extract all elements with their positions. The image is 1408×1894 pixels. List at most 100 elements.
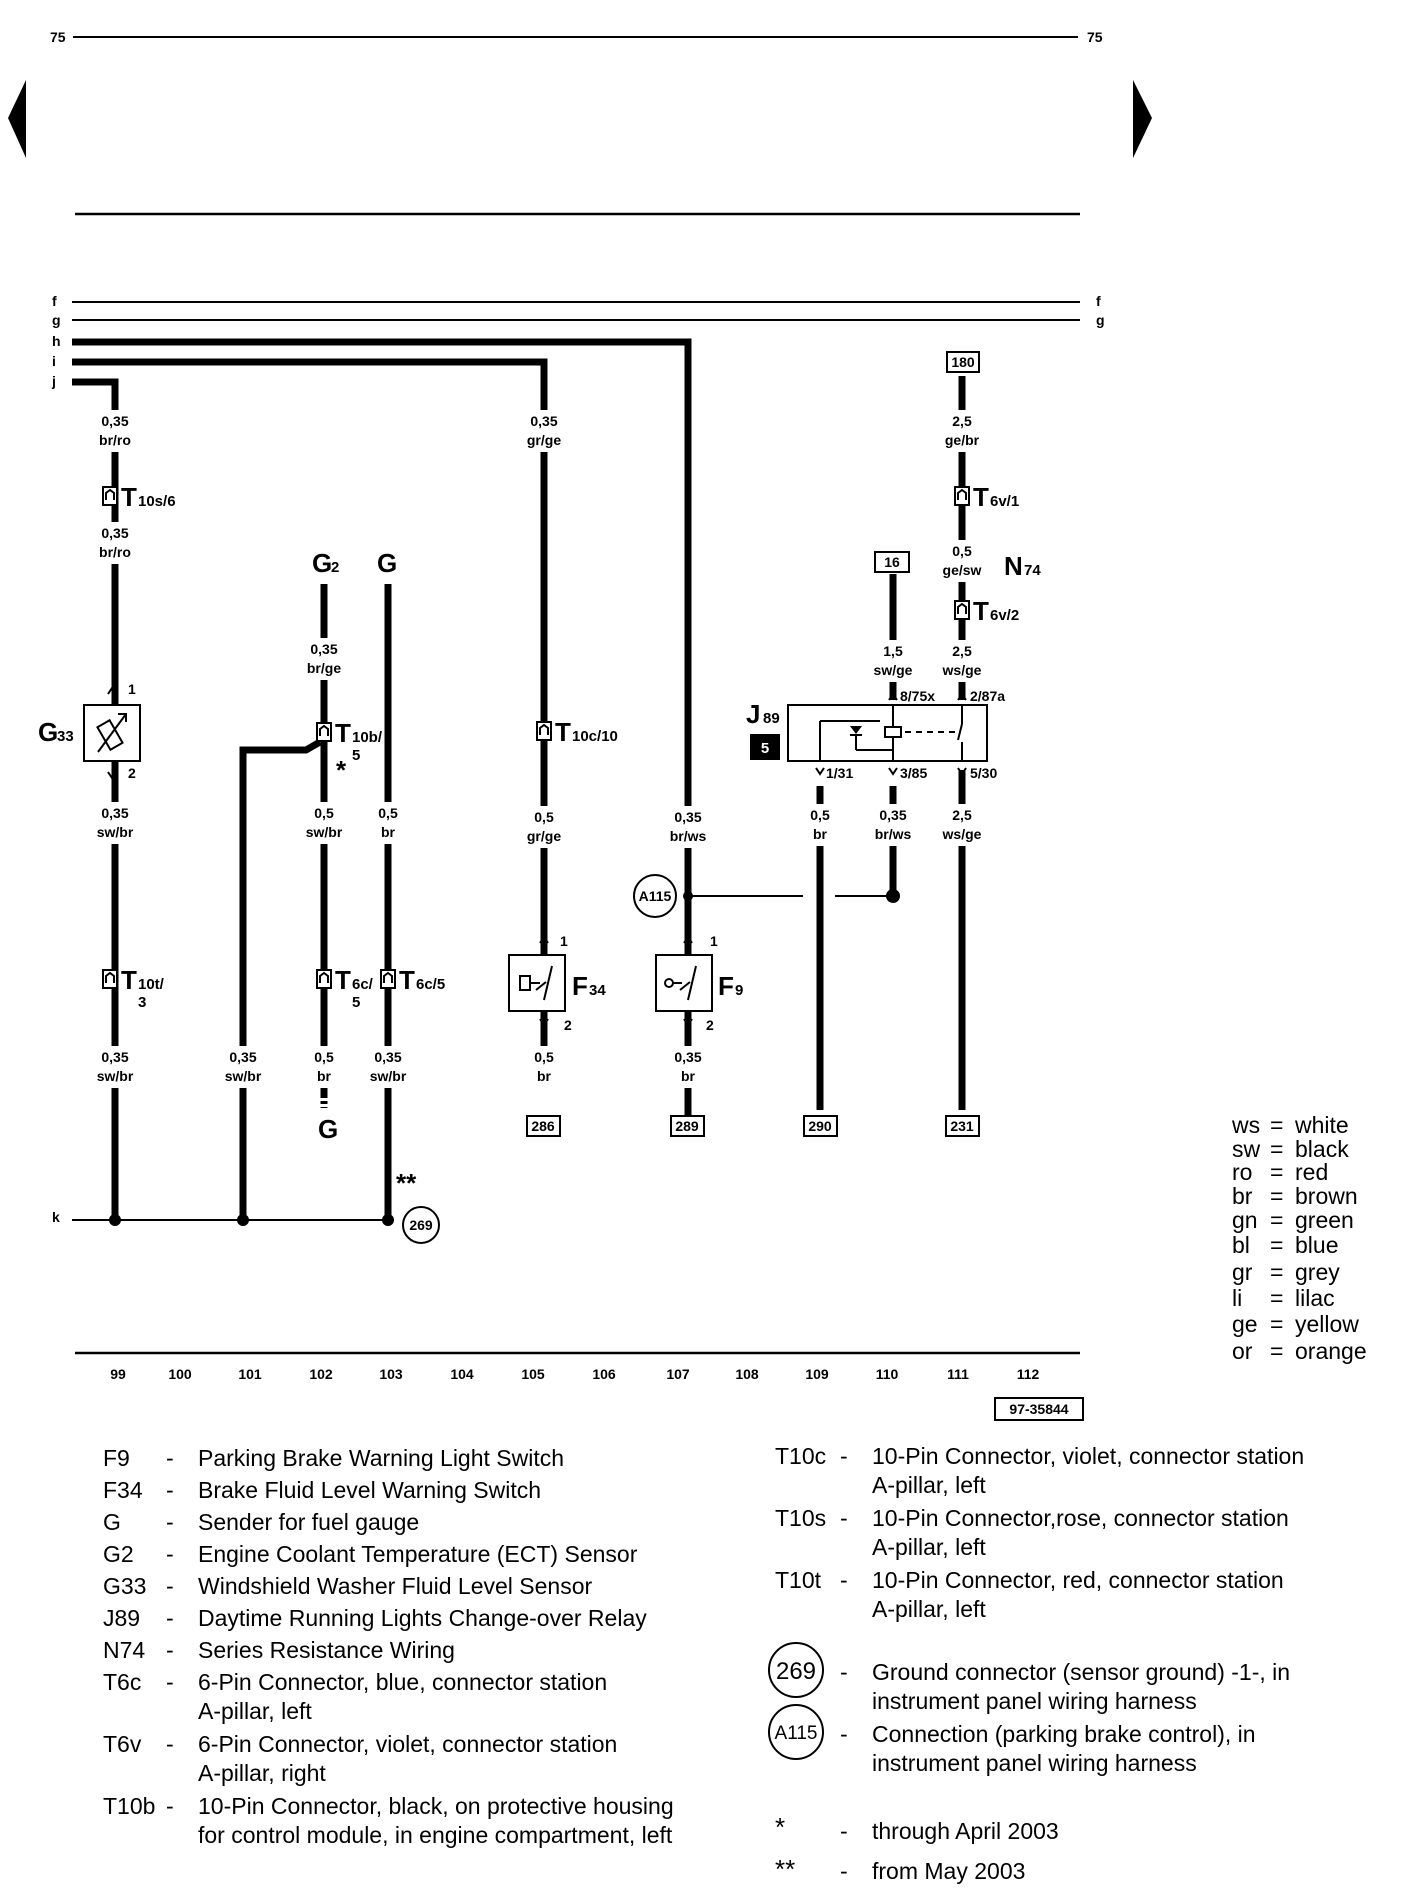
svg-text:T6c: T6c	[103, 1669, 141, 1695]
wire-color: sw/ge	[874, 662, 913, 678]
note-mark-double: **	[396, 1168, 417, 1198]
relay-j89[interactable]: J 89 5	[746, 699, 988, 762]
svg-text:Brake Fluid Level Warning Swit: Brake Fluid Level Warning Switch	[198, 1477, 541, 1503]
pin-label: 2	[128, 765, 136, 781]
wire-size: 0,5	[534, 1049, 554, 1065]
svg-text:through April 2003: through April 2003	[872, 1818, 1059, 1844]
pin-label: 1	[710, 933, 718, 949]
svg-text:5: 5	[761, 740, 769, 757]
svg-text:6v/1: 6v/1	[990, 493, 1019, 510]
reference-231[interactable]: 231	[945, 1115, 980, 1137]
svg-text:br: br	[1232, 1183, 1253, 1209]
svg-text:10-Pin Connector, violet, conn: 10-Pin Connector, violet, connector stat…	[872, 1443, 1304, 1469]
svg-text:black: black	[1295, 1136, 1349, 1162]
component-g-label: G	[377, 548, 397, 578]
wire-color: br	[813, 826, 828, 842]
svg-text:102: 102	[309, 1366, 333, 1382]
svg-text:-: -	[840, 1721, 848, 1747]
svg-text:J89: J89	[103, 1605, 140, 1631]
svg-text:T: T	[335, 718, 351, 748]
svg-text:instrument panel wiring harnes: instrument panel wiring harness	[872, 1750, 1197, 1776]
svg-text:F9: F9	[103, 1445, 130, 1471]
next-page-arrow-icon[interactable]	[1133, 80, 1152, 158]
pin-label: 8/75x	[900, 688, 935, 704]
svg-text:instrument panel wiring harnes: instrument panel wiring harness	[872, 1688, 1197, 1714]
svg-text:10-Pin Connector,rose, connect: 10-Pin Connector,rose, connector station	[872, 1505, 1289, 1531]
svg-text:grey: grey	[1295, 1259, 1340, 1285]
wire-color: br/ro	[99, 432, 131, 448]
wire-color: sw/br	[225, 1068, 262, 1084]
svg-text:100: 100	[168, 1366, 192, 1382]
svg-text:5: 5	[352, 994, 360, 1011]
svg-text:gn: gn	[1232, 1207, 1258, 1233]
connector-t10s-6: T 10s/6	[102, 482, 176, 512]
svg-text:J: J	[746, 699, 760, 729]
svg-text:6c/: 6c/	[352, 976, 374, 993]
bus-label-i: i	[52, 353, 56, 369]
pin-label: 1	[128, 681, 136, 697]
switch-f34[interactable]: F 34	[508, 954, 606, 1012]
svg-text:10b/: 10b/	[352, 729, 383, 746]
svg-text:97-35844: 97-35844	[1009, 1401, 1068, 1417]
wire-j	[72, 378, 119, 1220]
svg-text:Series Resistance Wiring: Series Resistance Wiring	[198, 1637, 455, 1663]
svg-text:-: -	[166, 1509, 174, 1535]
note-mark-single: *	[336, 755, 347, 785]
svg-text:T: T	[335, 965, 351, 995]
reference-290[interactable]: 290	[803, 1115, 838, 1137]
svg-text:bl: bl	[1232, 1232, 1250, 1258]
svg-text:T: T	[973, 596, 989, 626]
wire-size: 2,5	[952, 413, 972, 429]
svg-text:T: T	[121, 482, 137, 512]
svg-text:G: G	[103, 1509, 121, 1535]
previous-page-arrow-icon[interactable]	[8, 80, 26, 158]
svg-text:Connection (parking brake cont: Connection (parking brake control), in	[872, 1721, 1256, 1747]
svg-text:112: 112	[1017, 1366, 1040, 1382]
svg-text:110: 110	[876, 1366, 899, 1382]
svg-text:=: =	[1270, 1207, 1283, 1233]
svg-text:from May 2003: from May 2003	[872, 1858, 1025, 1884]
pin-label: 1/31	[826, 765, 853, 781]
svg-text:lilac: lilac	[1295, 1285, 1335, 1311]
reference-289[interactable]: 289	[670, 1115, 705, 1137]
connector-t6c-5-102: T 6c/ 5	[316, 965, 374, 1011]
svg-text:6-Pin Connector, violet, conne: 6-Pin Connector, violet, connector stati…	[198, 1731, 617, 1757]
sensor-g33[interactable]: G 33	[38, 704, 141, 762]
wire-size: 0,35	[310, 641, 337, 657]
reference-286[interactable]: 286	[526, 1115, 561, 1137]
svg-text:F: F	[572, 971, 588, 1001]
svg-text:for control module, in engine: for control module, in engine compartmen…	[198, 1822, 673, 1848]
wire-size: 0,35	[101, 805, 128, 821]
reference-16[interactable]: 16	[874, 551, 910, 573]
wire-color: br	[381, 824, 396, 840]
svg-text:33: 33	[57, 728, 74, 745]
svg-text:-: -	[166, 1637, 174, 1663]
svg-text:=: =	[1270, 1112, 1283, 1138]
svg-text:-: -	[166, 1445, 174, 1471]
svg-text:gr: gr	[1232, 1259, 1253, 1285]
svg-text:10-Pin Connector, red, connect: 10-Pin Connector, red, connector station	[872, 1567, 1284, 1593]
svg-text:brown: brown	[1295, 1183, 1358, 1209]
bus-label-j: j	[51, 373, 56, 389]
reference-180[interactable]: 180	[946, 351, 980, 373]
component-g-bottom-label: G	[318, 1114, 338, 1144]
wire-color: br/ro	[99, 544, 131, 560]
connection-a115[interactable]: A115	[633, 874, 677, 918]
wire-size: 0,35	[674, 1049, 701, 1065]
svg-text:G: G	[312, 548, 332, 578]
svg-text:10t/: 10t/	[138, 976, 165, 993]
wire-size: 0,5	[952, 543, 972, 559]
switch-f9[interactable]: F 9	[655, 954, 743, 1012]
svg-text:red: red	[1295, 1159, 1328, 1185]
svg-text:A-pillar, right: A-pillar, right	[198, 1760, 326, 1786]
wire-color: ws/ge	[942, 826, 982, 842]
wire-size: 0,5	[378, 805, 398, 821]
svg-text:101: 101	[238, 1366, 262, 1382]
legend-right: T10c-10-Pin Connector, violet, connector…	[768, 1443, 1304, 1884]
svg-text:ws: ws	[1231, 1112, 1260, 1138]
ground-connector-269[interactable]: 269	[402, 1206, 440, 1244]
bus-label-f-right: f	[1096, 293, 1101, 309]
svg-text:74: 74	[1024, 562, 1041, 579]
svg-text:=: =	[1270, 1232, 1283, 1258]
wire-size: 0,35	[374, 1049, 401, 1065]
